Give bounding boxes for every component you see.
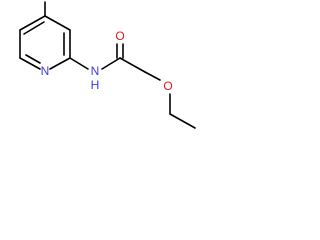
bond-c6-n1 [19, 57, 41, 70]
pyridine-ring [19, 15, 71, 70]
ring-nitrogen-label: N [41, 64, 50, 78]
bond-carbonyl-ch2 [119, 57, 146, 73]
amide-hydrogen-label: H [91, 78, 100, 92]
bond-c2-nh [69, 57, 89, 70]
bond-ch2-ch3 [169, 113, 196, 129]
bond-c6-n1-inner [25, 54, 41, 64]
carbonyl-oxygen-label: O [115, 29, 124, 43]
ether-oxygen-label: O [163, 79, 172, 93]
amide-nitrogen-label: N [91, 64, 100, 78]
bond-c4-c5-inner [23, 21, 45, 35]
bond-nh-carbonyl [101, 57, 121, 70]
bond-ch2-oxygen [144, 71, 161, 81]
bond-c3-c4 [44, 15, 71, 31]
bond-n1-c2 [49, 57, 71, 70]
bond-c4-c5 [19, 15, 46, 31]
chemical-structure: N N H O O [19, 1, 196, 129]
